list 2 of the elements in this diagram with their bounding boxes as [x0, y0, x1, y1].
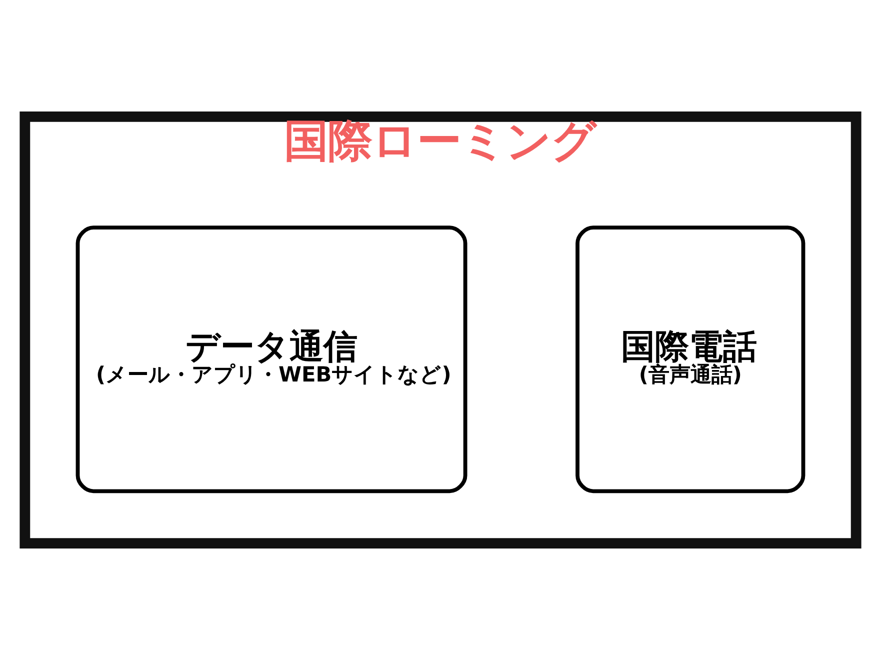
node-box: データ通信 (メール・アプリ・WEBサイトなど)	[75, 226, 467, 494]
node-box: 国際電話 (音声通話)	[575, 226, 805, 494]
